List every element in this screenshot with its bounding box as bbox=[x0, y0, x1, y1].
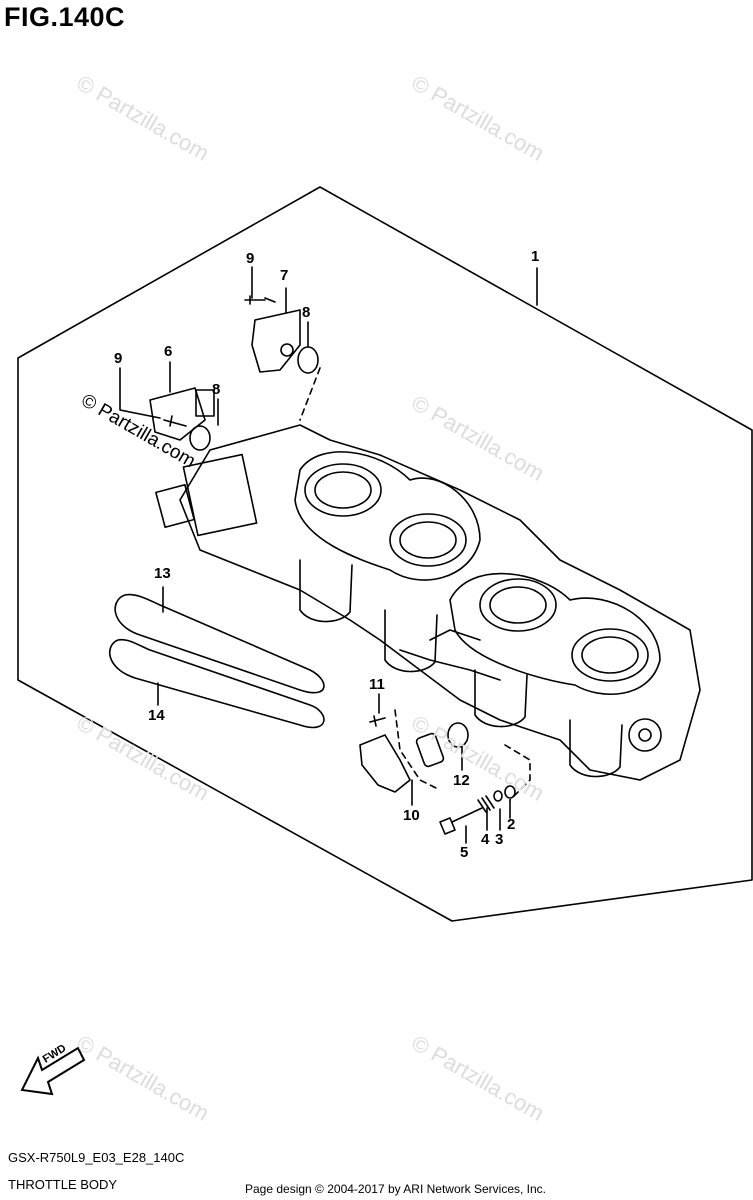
diagram-code: GSX-R750L9_E03_E28_140C bbox=[8, 1150, 185, 1165]
pulley-hub bbox=[638, 728, 652, 742]
callout-2: 2 bbox=[507, 816, 516, 833]
fwd-arrow bbox=[20, 1046, 86, 1096]
bore-4 bbox=[571, 628, 649, 682]
callout-5: 5 bbox=[460, 844, 469, 861]
assembly-outline bbox=[17, 186, 753, 922]
bore-2-inner bbox=[399, 521, 457, 559]
linkage-arm bbox=[399, 649, 501, 681]
leader-dash-3 bbox=[504, 744, 531, 801]
callout-3: 3 bbox=[495, 831, 504, 848]
bore-4-inner bbox=[581, 636, 639, 674]
part-12-oring bbox=[447, 722, 469, 748]
part-2-oring bbox=[504, 785, 516, 799]
outlet-2 bbox=[384, 609, 438, 673]
callout-4: 4 bbox=[481, 831, 490, 848]
part-10-sensor bbox=[359, 734, 411, 793]
outlet-3 bbox=[474, 669, 528, 728]
manifold-plate-right bbox=[449, 572, 661, 696]
page-credit: Page design © 2004-2017 by ARI Network S… bbox=[245, 1182, 547, 1196]
callout-10: 10 bbox=[403, 807, 420, 824]
callout-7: 7 bbox=[280, 267, 289, 284]
part-8b-oring bbox=[189, 425, 211, 451]
part-8a-oring bbox=[297, 346, 319, 374]
callout-13: 13 bbox=[154, 565, 171, 582]
part-7-port bbox=[280, 343, 294, 357]
linkage-arm-2 bbox=[429, 629, 481, 641]
callout-8b: 8 bbox=[212, 381, 221, 398]
part-5-bolt bbox=[439, 807, 483, 835]
outlet-1 bbox=[299, 559, 353, 623]
bore-3 bbox=[479, 578, 557, 632]
callout-9b: 9 bbox=[114, 350, 123, 367]
part-4-spring bbox=[477, 795, 495, 813]
bore-1 bbox=[304, 463, 382, 517]
part-9a-screw bbox=[244, 295, 276, 305]
part-3-washer bbox=[493, 790, 503, 802]
outlet-4 bbox=[569, 719, 623, 778]
callout-11: 11 bbox=[369, 676, 385, 693]
bore-3-inner bbox=[489, 586, 547, 624]
actuator-housing bbox=[182, 453, 258, 537]
part-13-hose bbox=[114, 593, 325, 694]
part-11-screw bbox=[369, 715, 386, 727]
bore-2 bbox=[389, 513, 467, 567]
part-9b-screw bbox=[163, 415, 187, 427]
callout-6: 6 bbox=[164, 343, 173, 360]
callout-8a: 8 bbox=[302, 304, 311, 321]
tps-connector bbox=[155, 483, 195, 529]
pulley bbox=[628, 718, 662, 752]
part-7-sensor bbox=[251, 309, 301, 373]
part-14-hose bbox=[109, 638, 325, 729]
leader-dash-1 bbox=[299, 367, 321, 421]
part-6-plug bbox=[195, 389, 215, 417]
callout-9a: 9 bbox=[246, 250, 255, 267]
leader-dash-2 bbox=[394, 709, 441, 791]
manifold-plate-left bbox=[294, 451, 481, 581]
bore-1-inner bbox=[314, 471, 372, 509]
part-10-body bbox=[415, 732, 445, 768]
callout-14: 14 bbox=[148, 707, 165, 724]
leader-9b bbox=[119, 367, 161, 419]
diagram-subtitle: THROTTLE BODY bbox=[8, 1177, 118, 1192]
callout-1: 1 bbox=[531, 248, 540, 265]
figure-title: FIG.140C bbox=[4, 2, 126, 32]
callout-12: 12 bbox=[453, 772, 470, 789]
